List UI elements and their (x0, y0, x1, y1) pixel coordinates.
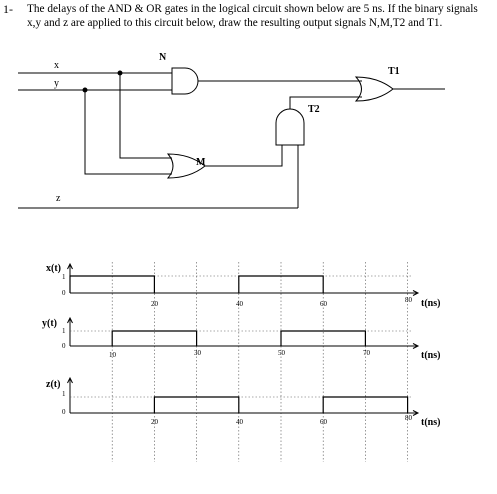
junction-x (117, 70, 123, 76)
tick-x-40: 40 (236, 300, 244, 308)
wire-m (205, 145, 283, 167)
tick-y-70: 70 (363, 349, 371, 357)
signal-x-high: 1 (62, 273, 66, 281)
junction-y (82, 87, 88, 93)
x-axis-arrow-y (412, 343, 420, 349)
signal-y-low: 0 (62, 342, 66, 350)
wire-t2 (289, 96, 362, 109)
axis-label-y: t(ns) (421, 350, 440, 361)
tick-y-50: 50 (278, 349, 286, 357)
tick-y-10: 10 (109, 351, 117, 359)
label-x: x (54, 60, 59, 71)
x-axis-arrow-x (412, 290, 420, 296)
question-text: The delays of the AND & OR gates in the … (27, 2, 493, 30)
axis-label-x: t(ns) (421, 298, 440, 309)
logic-circuit (18, 67, 445, 209)
tick-x-60: 60 (320, 300, 328, 308)
tick-z-20: 20 (151, 418, 159, 426)
signal-label-x: x(t) (46, 263, 61, 274)
tick-z-40: 40 (236, 418, 244, 426)
question-line-1: The delays of the AND & OR gates in the … (27, 3, 478, 15)
label-z: z (56, 193, 61, 204)
pulse-y-0 (111, 330, 198, 346)
pulse-x-0 (69, 275, 155, 293)
tick-z-60: 60 (320, 418, 328, 426)
tick-x-80: 80 (405, 296, 413, 304)
y-axis-arrow-z (67, 376, 73, 384)
pulse-z-1 (322, 396, 409, 413)
label-t1: T1 (388, 66, 400, 77)
pulse-z-0 (153, 396, 240, 413)
question-number: 1- (3, 2, 13, 16)
signal-label-z: z(t) (46, 379, 60, 390)
and-gate-n (171, 67, 199, 95)
label-m: M (196, 157, 206, 168)
signal-label-y: y(t) (42, 318, 57, 329)
wire-x-to-m (119, 73, 172, 159)
or-gate-t1 (354, 76, 394, 102)
and-gate-t2 (275, 108, 305, 146)
signal-x-low: 0 (62, 289, 66, 297)
signal-z-low: 0 (62, 408, 66, 416)
x-axis-arrow-z (412, 410, 420, 416)
y-axis-arrow-x (67, 262, 73, 270)
axis-label-z: t(ns) (421, 417, 440, 428)
wire-y-to-m (84, 90, 172, 175)
question-line-2: x,y and z are applied to this circuit be… (27, 17, 443, 29)
y-axis-arrow-y (67, 316, 73, 324)
signal-y-high: 1 (62, 327, 66, 335)
tick-y-30: 30 (194, 349, 202, 357)
label-t2: T2 (308, 104, 320, 115)
pulse-y-1 (280, 330, 366, 346)
tick-z-80: 80 (405, 414, 413, 422)
tick-x-20: 20 (151, 300, 159, 308)
pulse-x-1 (238, 275, 324, 293)
label-n: N (159, 52, 167, 63)
timing-diagrams (67, 262, 420, 462)
signal-z-high: 1 (62, 390, 66, 398)
label-y: y (54, 78, 59, 89)
or-gate-m (166, 153, 206, 179)
